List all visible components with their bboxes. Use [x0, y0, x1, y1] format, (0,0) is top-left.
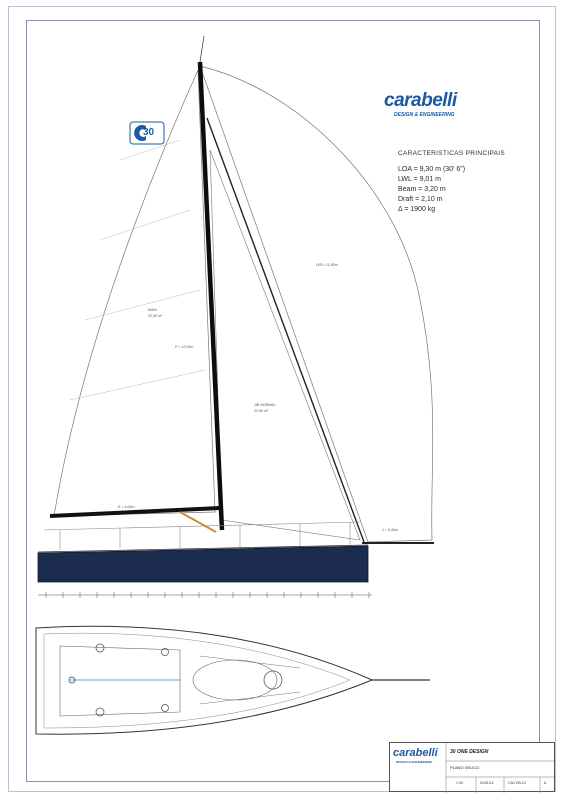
spec-row: Draft = 2,10 m — [398, 196, 443, 203]
jib-track-port — [199, 655, 301, 669]
helm-point — [68, 676, 76, 684]
title-block-logo-sub: DESIGN & ENGINEERING — [396, 760, 433, 764]
deck-line — [37, 544, 369, 553]
winch-stbd — [95, 707, 105, 717]
jib-area-value: 22,50 m² — [254, 409, 269, 413]
title-block-logo: carabelli — [393, 747, 438, 759]
foot-label: E = 4,00m — [118, 505, 135, 509]
title-block-code: C30-VEL01 — [508, 781, 527, 785]
jib-sail — [209, 149, 361, 541]
mast-top — [199, 35, 205, 63]
title-block-date: 01/01/14 — [480, 781, 494, 785]
main-batten — [84, 289, 201, 321]
spec-row: Δ = 1900 kg — [398, 206, 436, 213]
winch-port-2 — [161, 648, 169, 656]
title-block-grid — [445, 743, 556, 793]
jib-track-stbd — [199, 691, 301, 705]
mast — [197, 61, 225, 531]
sheet-outer-border — [8, 6, 556, 792]
spec-row: LWL = 9,01 m — [398, 176, 441, 183]
sheet-inner-border — [26, 20, 540, 782]
main-area-value: 22,50 m² — [148, 314, 163, 318]
station-ticks — [45, 592, 370, 598]
winch-port — [95, 643, 105, 653]
deck-plan-outline — [35, 625, 374, 735]
j-dimension-label: J = 3,40m — [382, 528, 398, 532]
deck-plan-inner — [43, 632, 351, 729]
main-batten — [119, 139, 181, 161]
title-block-scale: 1:40 — [456, 781, 463, 785]
hull-profile — [37, 545, 369, 583]
boom — [49, 506, 221, 518]
brand-name: carabelli — [384, 90, 457, 111]
sail-logo — [129, 121, 165, 145]
main-batten — [69, 369, 206, 401]
lifeline — [43, 521, 361, 531]
spec-row: LOA = 9,30 m (30' 6") — [398, 166, 466, 173]
vang — [179, 511, 217, 533]
mast-height-label: P = 12,00m — [175, 345, 194, 349]
jib-area-label: JIB NORMAL — [254, 403, 276, 407]
cockpit — [59, 645, 181, 717]
forestay — [206, 117, 365, 543]
mainsail — [53, 69, 216, 517]
brand-tagline: DESIGN & ENGINEERING — [394, 112, 455, 118]
specs-title: CARACTERISTICAS PRINCIPAIS — [398, 150, 506, 157]
title-block-revision: A — [544, 781, 547, 785]
specs-panel: CARACTERISTICAS PRINCIPAIS LOA = 9,30 m … — [398, 149, 505, 215]
forehatch — [263, 670, 283, 690]
main-batten — [99, 209, 191, 241]
gennaker-leech-label: LEE= 11,50m — [316, 263, 338, 267]
sail-logo-number: 30 — [143, 127, 155, 138]
main-area-label: MAIN — [148, 308, 157, 312]
gennaker-sail — [199, 65, 434, 543]
winch-stbd-2 — [161, 704, 169, 712]
title-block-project: 30 ONE DESIGN — [450, 749, 489, 755]
spec-row: Beam = 3,20 m — [398, 186, 446, 193]
title-block: carabelli DESIGN & ENGINEERING 30 ONE DE… — [389, 742, 556, 793]
title-block-sheet-title: PLANO VÉLICO — [450, 765, 480, 770]
